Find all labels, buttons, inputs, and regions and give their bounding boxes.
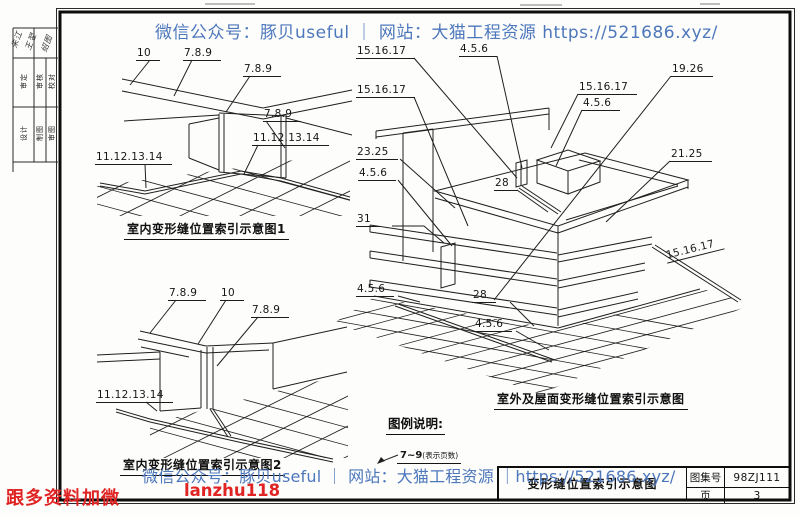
page-label: 页	[687, 487, 724, 503]
index-label: 4.5.6	[474, 318, 513, 332]
index-label: 4.5.6	[582, 97, 621, 111]
index-label: 15.16.17	[578, 81, 638, 95]
index-label: 23.25	[356, 146, 398, 160]
sheet-title: 变形缝位置索引示意图	[527, 477, 658, 491]
index-label: 4.5.6	[459, 43, 498, 57]
index-label: 21.25	[670, 148, 712, 162]
watermark-top: 微信公众号：豚贝useful ｜ 网站：大猫工程资源 https://52168…	[155, 23, 718, 43]
index-label: 4.5.6	[358, 167, 397, 181]
legend-item-range: 7~9	[400, 450, 423, 461]
index-label: 15.16.17	[356, 45, 416, 59]
atlas-number-value: 98ZJ111	[724, 468, 789, 487]
index-label: 7.8.9	[251, 304, 290, 318]
sheet-frame	[56, 8, 795, 504]
index-label: 11.12.13.14	[96, 389, 173, 403]
index-label: 31	[356, 213, 380, 227]
index-label: 10	[136, 47, 160, 61]
index-label: 28	[472, 289, 496, 303]
index-label: 7.8.9	[243, 63, 282, 77]
index-label: 7.8.9	[183, 47, 222, 61]
promo-wechat-handle: lanzhu118	[184, 481, 281, 500]
watermark-bottom: 微信公众号：豚贝useful ｜ 网站：大猫工程资源 ｜https://5216…	[142, 467, 676, 486]
stamp-cell: 制图	[36, 125, 44, 141]
index-label: 4.5.6	[356, 283, 395, 297]
title-block-table: 图集号 98ZJ111 页 3	[686, 468, 789, 503]
legend-item-note: (表示页数)	[422, 451, 459, 460]
index-label: 11.12.13.14	[95, 151, 172, 165]
diagram2-caption: 室内变形缝位置索引示意图2	[120, 458, 285, 476]
stamp-cell: 设计	[20, 125, 28, 141]
stamp-cell: 审核	[36, 73, 44, 89]
stamp-grid	[12, 27, 58, 172]
index-label: 10	[220, 287, 244, 301]
title-block: 变形缝位置索引示意图 图集号 98ZJ111 页 3	[497, 466, 791, 503]
diagram3-caption: 室外及屋面变形缝位置索引示意图	[494, 392, 688, 410]
legend-item: 7~9(表示页数)	[397, 443, 462, 464]
legend-leader	[377, 454, 399, 464]
exterior-roof-diagram-lines	[334, 55, 752, 394]
stamp-cell: 审定	[20, 73, 28, 89]
stamp-cell: 校对	[48, 73, 56, 89]
scan-artifacts	[205, 3, 720, 6]
stamp-cell: 审图	[48, 125, 56, 141]
index-label: 11.12.13.14	[252, 132, 329, 146]
atlas-number-label: 图集号	[689, 472, 722, 484]
promo-text: 跟多资料加微	[6, 488, 120, 509]
index-label: 7.8.9	[168, 287, 207, 301]
index-label: 19.26	[671, 63, 713, 77]
diagram1-caption: 室内变形缝位置索引示意图1	[124, 222, 289, 240]
index-label: 7.8.9	[263, 108, 302, 122]
legend-heading: 图例说明:	[386, 413, 445, 435]
index-label: 15.16.17	[356, 84, 416, 98]
page-number: 3	[724, 487, 789, 503]
index-label: 28	[494, 177, 518, 191]
